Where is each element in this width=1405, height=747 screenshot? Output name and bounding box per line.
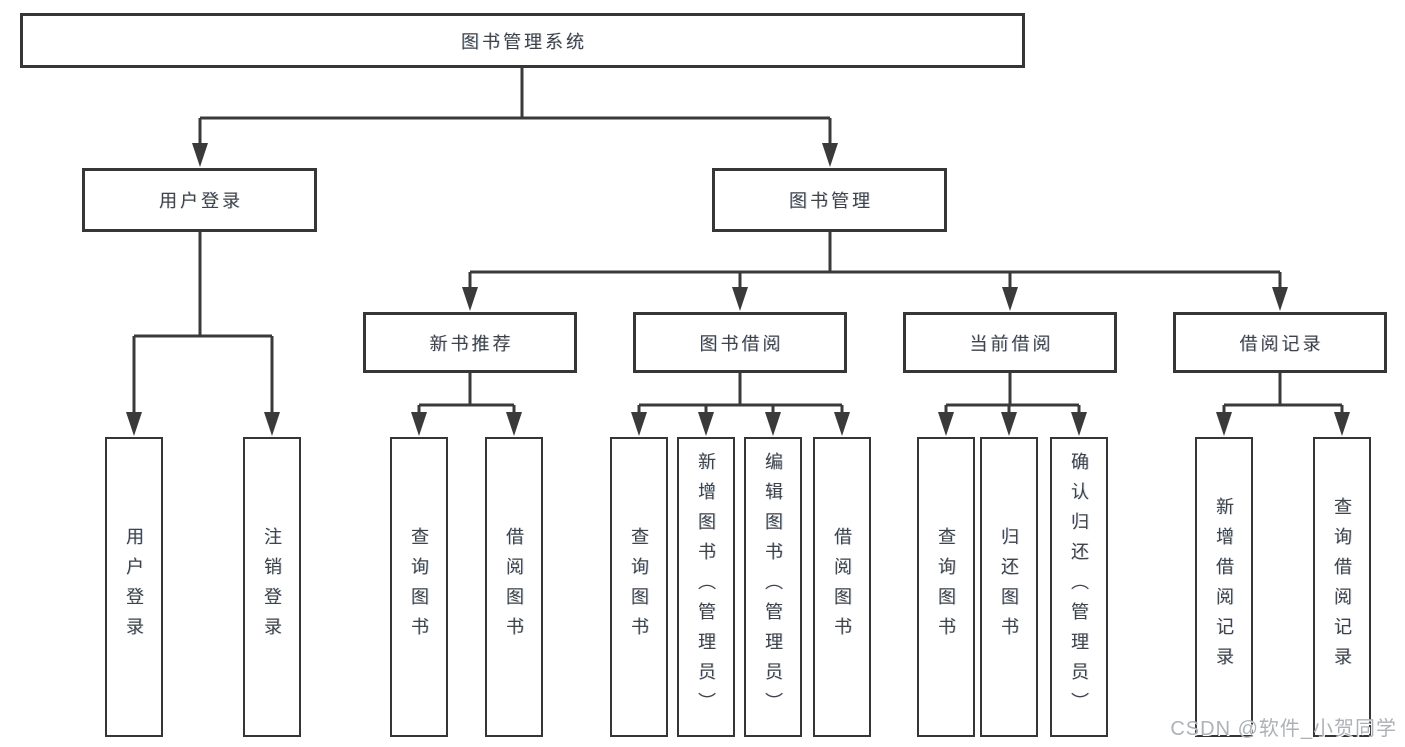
arrowhead-down-icon: [192, 143, 208, 167]
connector-newbookrec-to-leaves: [417, 373, 516, 414]
arrowhead-down-icon: [1216, 412, 1232, 436]
node-book-borrow: 图书借阅: [633, 312, 847, 373]
node-label: 借阅图书: [504, 527, 524, 647]
arrowhead-down-icon: [264, 412, 280, 436]
connector-userlogin-to-leaves: [132, 232, 274, 414]
node-borrow-records: 借阅记录: [1173, 312, 1387, 373]
node-label: 注销登录: [262, 527, 282, 647]
leaf-query-books-borrow: 查询图书: [610, 437, 668, 737]
leaf-user-login: 用户登录: [105, 437, 163, 737]
node-label: 当前借阅: [969, 333, 1054, 354]
leaf-query-books-current: 查询图书: [917, 437, 975, 737]
arrowhead-down-icon: [938, 412, 954, 436]
node-user-login: 用户登录: [82, 168, 317, 232]
arrowhead-down-icon: [1002, 287, 1018, 311]
node-label: 查询图书: [409, 527, 429, 647]
arrowhead-down-icon: [631, 412, 647, 436]
node-label: 图书管理: [789, 191, 873, 211]
arrowhead-down-icon: [834, 412, 850, 436]
node-label: 图书管理系统: [461, 31, 587, 52]
leaf-add-books-admin: 新增图书（管理员）: [677, 437, 735, 737]
leaf-return-books: 归还图书: [980, 437, 1038, 737]
arrowhead-down-icon: [698, 412, 714, 436]
node-label: 借阅图书: [832, 527, 852, 647]
arrowhead-down-icon: [1334, 412, 1350, 436]
arrowhead-down-icon: [126, 412, 142, 436]
node-new-book-recommend: 新书推荐: [363, 312, 577, 373]
node-label: 归还图书: [999, 527, 1019, 647]
node-label: 查询借阅记录: [1332, 497, 1352, 677]
leaf-query-books-recommend: 查询图书: [390, 437, 448, 737]
arrowhead-down-icon: [1001, 412, 1017, 436]
node-root-system: 图书管理系统: [20, 13, 1025, 68]
leaf-borrow-books: 借阅图书: [813, 437, 871, 737]
arrowhead-down-icon: [506, 412, 522, 436]
arrowhead-down-icon: [462, 287, 478, 311]
node-label: 新书推荐: [429, 333, 514, 354]
node-label: 查询图书: [629, 527, 649, 647]
connector-borrowrecords-to-leaves: [1222, 373, 1344, 414]
node-label: 图书借阅: [699, 333, 784, 354]
arrowhead-down-icon: [765, 412, 781, 436]
arrowhead-down-icon: [822, 143, 838, 167]
node-current-borrow: 当前借阅: [903, 312, 1117, 373]
node-label: 新增借阅记录: [1214, 497, 1234, 677]
node-book-management: 图书管理: [712, 168, 947, 232]
node-label: 查询图书: [936, 527, 956, 647]
arrowhead-down-icon: [411, 412, 427, 436]
connector-currentborrow-to-leaves: [944, 373, 1081, 414]
node-label: 用户登录: [159, 191, 243, 211]
leaf-borrow-books-recommend: 借阅图书: [485, 437, 543, 737]
connector-bookmgmt-to-level3: [468, 232, 1282, 288]
leaf-query-borrow-record: 查询借阅记录: [1313, 437, 1371, 737]
leaf-edit-books-admin: 编辑图书（管理员）: [744, 437, 802, 737]
arrowhead-down-icon: [1071, 412, 1087, 436]
node-label: 新增图书（管理员）: [696, 452, 716, 722]
node-label: 确认归还（管理员）: [1069, 452, 1089, 722]
node-label: 借阅记录: [1239, 333, 1324, 354]
connector-bookborrow-to-leaves: [637, 373, 844, 414]
leaf-logout: 注销登录: [243, 437, 301, 737]
leaf-confirm-return-admin: 确认归还（管理员）: [1050, 437, 1108, 737]
arrowhead-down-icon: [732, 287, 748, 311]
leaf-add-borrow-record: 新增借阅记录: [1195, 437, 1253, 737]
node-label: 编辑图书（管理员）: [763, 452, 783, 722]
connector-root-to-level2: [198, 68, 832, 146]
arrowhead-down-icon: [1272, 287, 1288, 311]
node-label: 用户登录: [124, 527, 144, 647]
